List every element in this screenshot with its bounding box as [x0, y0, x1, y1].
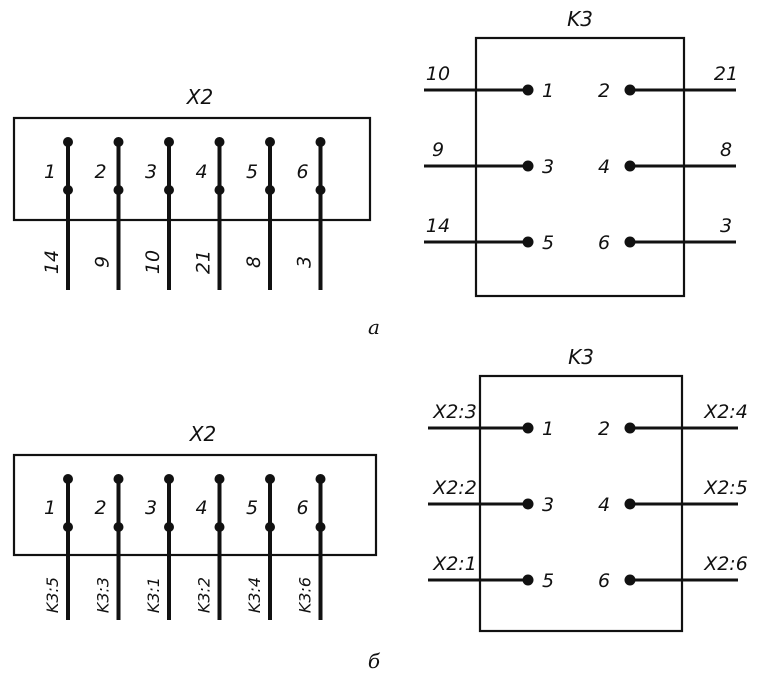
contact-dot: [522, 574, 534, 586]
caption-b: б: [368, 649, 381, 673]
pin-number: 1: [44, 497, 56, 519]
wire-label: K3:6: [296, 577, 315, 613]
wire-label: K3:1: [144, 577, 163, 613]
contact-dot: [522, 498, 534, 510]
pin-number: 2: [94, 161, 106, 183]
contact-dot: [624, 236, 636, 248]
wire-label: K3:5: [43, 577, 62, 613]
contact-dot: [164, 137, 174, 147]
wire-label: 8: [243, 256, 265, 268]
wire-label: X2:2: [432, 477, 477, 499]
pin-number: 2: [598, 80, 610, 102]
contact-dot: [214, 137, 225, 147]
pin-number: 5: [542, 232, 554, 254]
contact-dot: [164, 185, 174, 195]
pin-number: 5: [246, 161, 258, 183]
contact-dot: [624, 422, 636, 434]
contact-dot: [624, 574, 636, 586]
wire-label: 3: [720, 215, 732, 237]
contact-dot: [522, 422, 534, 434]
pin-number: 6: [598, 570, 610, 592]
contact-dot: [265, 185, 275, 195]
wire-label: 21: [714, 63, 738, 85]
pin-number: 1: [542, 418, 554, 440]
contact-dot: [113, 185, 124, 195]
contact-dot: [522, 84, 534, 96]
pin-number: 4: [195, 497, 207, 519]
contact-dot: [113, 474, 124, 484]
pin-number: 3: [542, 494, 554, 516]
pin-number: 6: [296, 161, 308, 183]
connector-x2-title: X2: [189, 422, 216, 446]
contact-dot: [315, 522, 326, 532]
pin-number: 6: [598, 232, 610, 254]
contact-dot: [214, 185, 225, 195]
contact-dot: [63, 522, 73, 532]
caption-a: а: [368, 315, 380, 339]
wire-label: X2:3: [432, 401, 477, 423]
pin-number: 5: [246, 497, 258, 519]
pin-number: 4: [598, 494, 610, 516]
contact-dot: [113, 522, 124, 532]
wire-label: 21: [193, 250, 215, 274]
wire-label: X2:6: [703, 553, 748, 575]
wire-label: X2:4: [703, 401, 748, 423]
diagram-b: X21K3:52K3:33K3:14K3:25K3:46K3:6K31X2:33…: [12, 345, 748, 673]
pin-number: 4: [598, 156, 610, 178]
connector-k3-title: K3: [567, 7, 593, 31]
connector-x2-title: X2: [186, 85, 213, 109]
pin-number: 1: [542, 80, 554, 102]
contact-dot: [63, 185, 73, 195]
contact-dot: [214, 522, 225, 532]
contact-dot: [624, 160, 636, 172]
pin-number: 3: [145, 161, 157, 183]
connector-x2-body: [12, 453, 378, 557]
wire-label: 9: [92, 256, 114, 268]
pin-number: 2: [94, 497, 106, 519]
contact-dot: [315, 185, 326, 195]
contact-dot: [63, 137, 73, 147]
wire-label: 14: [41, 250, 63, 274]
wire-label: K3:2: [195, 577, 214, 613]
contact-dot: [265, 137, 275, 147]
wire-label: X2:5: [703, 477, 748, 499]
pin-number: 1: [44, 161, 56, 183]
contact-dot: [624, 84, 636, 96]
contact-dot: [164, 522, 174, 532]
wire-label: 14: [426, 215, 450, 237]
pin-number: 2: [598, 418, 610, 440]
contact-dot: [113, 137, 124, 147]
contact-dot: [63, 474, 73, 484]
contact-dot: [315, 137, 326, 147]
wire-label: 10: [426, 63, 450, 85]
wire-label: 9: [432, 139, 444, 161]
wire-label: 8: [720, 139, 732, 161]
pin-number: 3: [542, 156, 554, 178]
wire-label: K3:3: [94, 577, 113, 613]
wire-label: 3: [294, 256, 316, 268]
contact-dot: [164, 474, 174, 484]
contact-dot: [624, 498, 636, 510]
connector-x2-body: [12, 116, 372, 222]
contact-dot: [265, 474, 275, 484]
pin-number: 5: [542, 570, 554, 592]
wire-label: K3:4: [245, 577, 264, 613]
pin-number: 6: [296, 497, 308, 519]
wire-label: X2:1: [432, 553, 477, 575]
contact-dot: [265, 522, 275, 532]
contact-dot: [315, 474, 326, 484]
contact-dot: [522, 236, 534, 248]
wire-label: 10: [142, 250, 164, 274]
diagram-a: X2 1 14 2 9 3 10 4 21 5 8 6 3 K3 1 10 3 9 5 14 2 21 4 8 6 3 а: [12, 7, 738, 339]
contact-dot: [214, 474, 225, 484]
pin-number: 4: [195, 161, 207, 183]
contact-dot: [522, 160, 534, 172]
connector-k3-title: K3: [568, 345, 594, 369]
pin-number: 3: [145, 497, 157, 519]
